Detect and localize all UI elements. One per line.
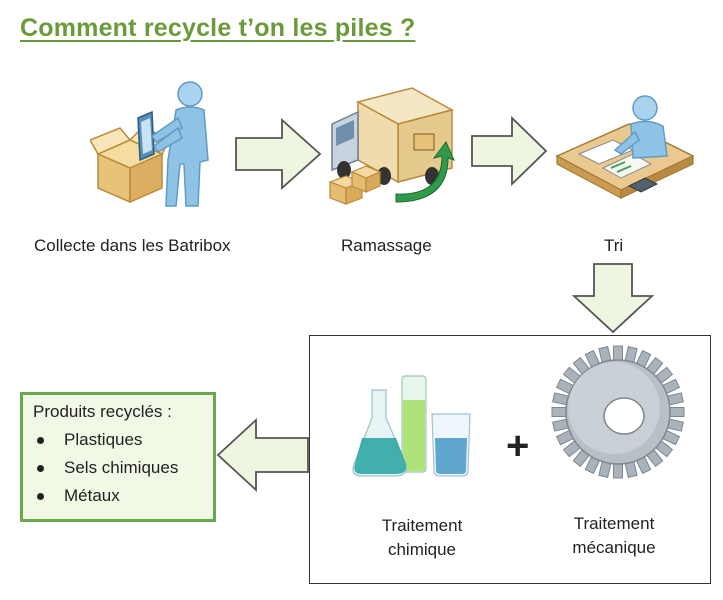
delivery-truck-icon (328, 87, 455, 205)
step-label-collecte: Collecte dans les Batribox (34, 236, 231, 255)
step-label-tri: Tri (604, 236, 624, 255)
lab-glassware-icon (352, 375, 471, 477)
plus-sign: + (506, 424, 530, 468)
products-title: Produits recyclés : (33, 402, 172, 421)
arrow-left (216, 418, 309, 492)
step-label-ramassage: Ramassage (341, 236, 432, 255)
mechanical-treatment-label: Traitement mécanique (572, 514, 656, 557)
arrow-right-1 (235, 118, 322, 190)
arrow-down (572, 263, 654, 334)
list-item: Sels chimiques (33, 454, 203, 482)
person-sorting-at-desk-icon (555, 95, 695, 199)
person-with-box-icon (90, 81, 209, 207)
recycled-products-box: Produits recyclés : Plastiques Sels chim… (20, 392, 216, 522)
list-item: Métaux (33, 482, 203, 510)
bullet-icon (37, 436, 44, 444)
bullet-icon (37, 492, 44, 500)
products-list: Plastiques Sels chimiques Métaux (33, 426, 203, 510)
bullet-icon (37, 464, 44, 472)
list-item: Plastiques (33, 426, 203, 454)
page-title: Comment recycle t’on les piles ? (20, 14, 416, 42)
gear-icon (551, 345, 685, 479)
arrow-right-2 (471, 116, 548, 186)
chemical-treatment-label: Traitement chimique (381, 516, 463, 559)
